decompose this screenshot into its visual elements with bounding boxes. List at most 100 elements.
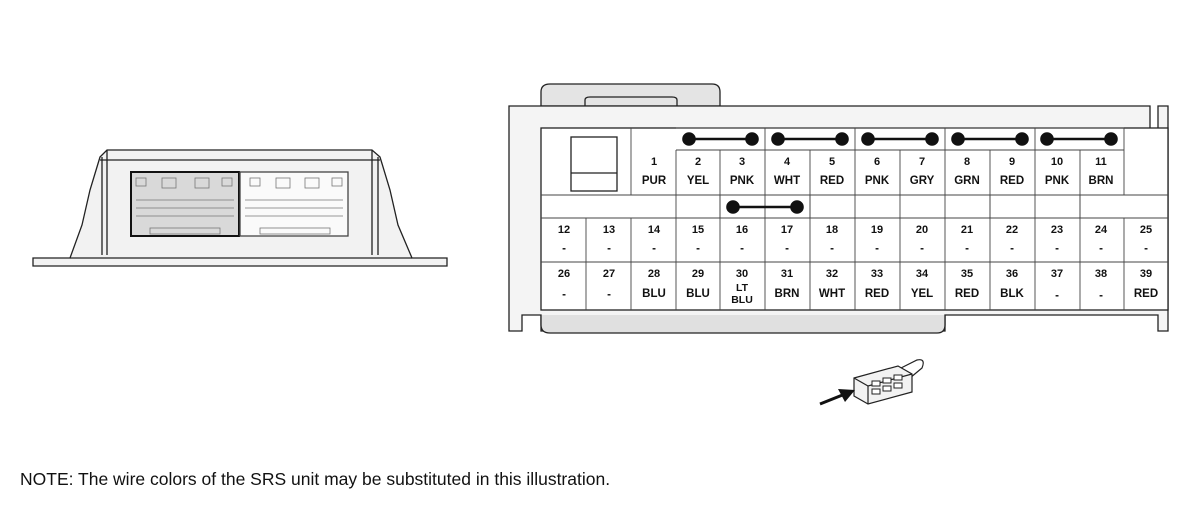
svg-text:36: 36 <box>1006 268 1018 280</box>
svg-text:-: - <box>562 243 566 255</box>
svg-text:10: 10 <box>1051 156 1063 168</box>
svg-text:PNK: PNK <box>730 175 755 187</box>
shorting-bar-9-10 <box>951 132 1029 146</box>
svg-text:-: - <box>830 243 834 255</box>
svg-text:27: 27 <box>603 268 615 280</box>
pin-20: 20 - <box>916 224 928 255</box>
pin-13: 13 - <box>603 224 615 255</box>
svg-text:RED: RED <box>1134 288 1158 300</box>
svg-text:35: 35 <box>961 268 973 280</box>
svg-text:3: 3 <box>739 156 745 168</box>
svg-text:-: - <box>607 243 611 255</box>
pin-23: 23- <box>1051 224 1063 255</box>
svg-text:PNK: PNK <box>865 175 890 187</box>
pin-12: 12 - <box>558 224 570 255</box>
svg-text:29: 29 <box>692 268 704 280</box>
svg-text:YEL: YEL <box>911 288 933 300</box>
pin-21: 21- <box>961 224 973 255</box>
svg-text:15: 15 <box>692 224 704 236</box>
svg-text:GRY: GRY <box>910 175 935 187</box>
svg-text:1: 1 <box>651 156 657 168</box>
srs-unit-module <box>32 149 448 267</box>
svg-text:-: - <box>562 289 566 301</box>
svg-text:WHT: WHT <box>819 288 845 300</box>
svg-text:6: 6 <box>874 156 880 168</box>
pin-26: 26- <box>558 268 570 301</box>
svg-text:BRN: BRN <box>775 288 800 300</box>
svg-text:-: - <box>1055 290 1059 302</box>
svg-text:RED: RED <box>955 288 979 300</box>
pin-row-2: 12- 13- 14- 15- 16- 17- 18- 19- 20- 21- … <box>558 224 1152 255</box>
pin-17: 17- <box>781 224 793 255</box>
svg-text:-: - <box>740 243 744 255</box>
svg-text:7: 7 <box>919 156 925 168</box>
svg-text:31: 31 <box>781 268 793 280</box>
svg-text:2: 2 <box>695 156 701 168</box>
svg-text:RED: RED <box>820 175 844 187</box>
svg-text:-: - <box>875 243 879 255</box>
pin-37: 37- <box>1051 268 1063 302</box>
pin-18: 18 - <box>826 224 838 255</box>
svg-text:-: - <box>1144 243 1148 255</box>
pin-14: 14- <box>648 224 661 255</box>
svg-text:14: 14 <box>648 224 661 236</box>
svg-text:28: 28 <box>648 268 660 280</box>
svg-text:-: - <box>920 243 924 255</box>
svg-text:PNK: PNK <box>1045 175 1070 187</box>
svg-text:23: 23 <box>1051 224 1063 236</box>
svg-text:25: 25 <box>1140 224 1152 236</box>
pin-19: 19 - <box>871 224 883 255</box>
svg-text:13: 13 <box>603 224 615 236</box>
svg-text:-: - <box>785 243 789 255</box>
svg-text:WHT: WHT <box>774 175 800 187</box>
svg-text:16: 16 <box>736 224 748 236</box>
pin-22: 22- <box>1006 224 1018 255</box>
wire-color-note: NOTE: The wire colors of the SRS unit ma… <box>20 469 611 489</box>
svg-text:-: - <box>607 289 611 301</box>
svg-text:9: 9 <box>1009 156 1015 168</box>
pin-24: 24- <box>1095 224 1108 255</box>
shorting-bar-3-4 <box>682 132 759 146</box>
svg-text:4: 4 <box>784 156 791 168</box>
pin-38: 38- <box>1095 268 1107 302</box>
svg-text:11: 11 <box>1095 156 1107 168</box>
svg-text:20: 20 <box>916 224 928 236</box>
pin-25: 25 - <box>1140 224 1152 255</box>
connector-housing <box>508 83 1169 334</box>
svg-text:32: 32 <box>826 268 838 280</box>
svg-text:12: 12 <box>558 224 570 236</box>
svg-text:-: - <box>696 243 700 255</box>
pin-27: 27 - <box>603 268 615 301</box>
svg-text:30: 30 <box>736 268 748 280</box>
shorting-bar-5-6 <box>771 132 849 146</box>
svg-text:18: 18 <box>826 224 838 236</box>
svg-text:24: 24 <box>1095 224 1108 236</box>
svg-text:RED: RED <box>1000 175 1024 187</box>
svg-text:19: 19 <box>871 224 883 236</box>
shorting-bar-7-8 <box>861 132 939 146</box>
svg-text:38: 38 <box>1095 268 1107 280</box>
svg-text:BRN: BRN <box>1089 175 1114 187</box>
svg-text:21: 21 <box>961 224 973 236</box>
